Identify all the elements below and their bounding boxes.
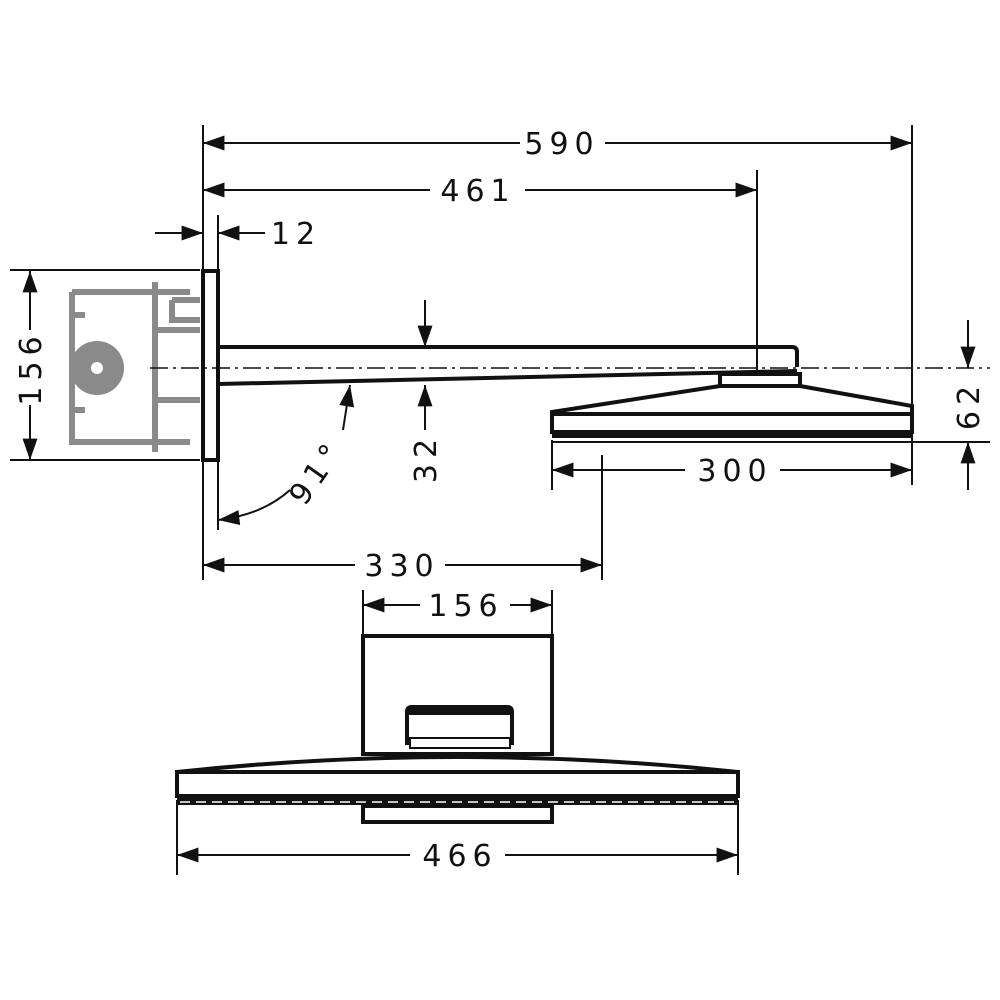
dim-300: 300 [697, 454, 772, 489]
dim-91-degrees: 91° [282, 433, 352, 511]
dim-461: 461 [440, 174, 515, 209]
dim-12: 12 [271, 217, 321, 252]
dim-156-connector: 156 [428, 589, 503, 624]
dimension-lines [22, 135, 976, 863]
dim-466: 466 [422, 839, 497, 874]
shower-head-front [175, 634, 740, 824]
dim-32: 32 [409, 433, 444, 483]
extension-lines [10, 125, 990, 875]
dim-330: 330 [364, 549, 439, 584]
dim-590: 590 [524, 127, 599, 162]
concealed-box [69, 282, 200, 452]
shower-head-side [550, 372, 914, 438]
wall-plate [201, 269, 220, 462]
dim-156-plate: 156 [14, 330, 49, 405]
dim-62: 62 [952, 380, 987, 430]
shower-arm [150, 345, 990, 386]
